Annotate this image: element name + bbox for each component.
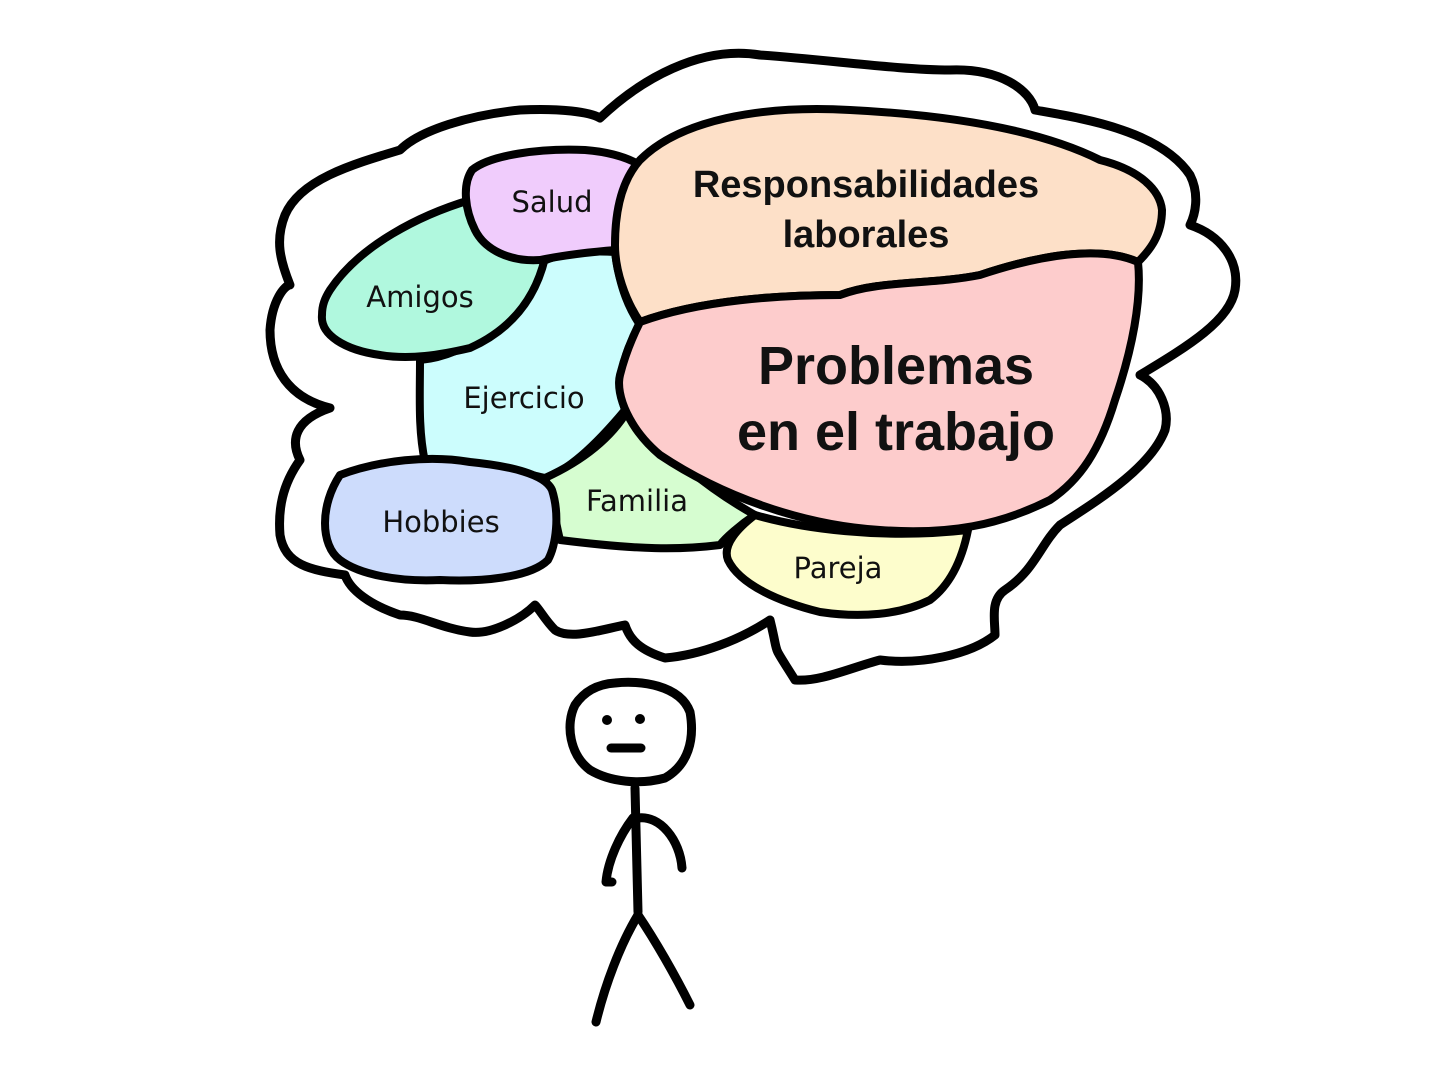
label-pareja: Pareja	[794, 551, 883, 585]
label-responsabilidades-line1: Responsabilidades	[693, 164, 1039, 206]
label-responsabilidades-line2: laborales	[783, 214, 950, 256]
label-problemas-line1: Problemas	[758, 336, 1034, 396]
label-ejercicio: Ejercicio	[463, 381, 584, 415]
label-familia: Familia	[586, 484, 688, 518]
label-salud: Salud	[511, 185, 592, 219]
right-leg	[633, 910, 695, 1010]
right-eye-icon	[635, 714, 645, 724]
label-problemas-line2: en el trabajo	[737, 402, 1055, 462]
label-amigos: Amigos	[366, 280, 473, 314]
right-arm	[633, 813, 687, 873]
left-arm	[601, 813, 638, 887]
region-problemas-en-el-trabajo	[615, 249, 1143, 536]
body-line	[630, 783, 643, 917]
left-eye-icon	[602, 715, 612, 725]
thought-cloud-outline	[265, 48, 1241, 685]
region-hobbies	[321, 454, 561, 585]
stick-figure	[565, 677, 697, 1027]
left-leg	[591, 910, 643, 1027]
head-outline	[565, 677, 697, 787]
label-hobbies: Hobbies	[382, 505, 499, 539]
